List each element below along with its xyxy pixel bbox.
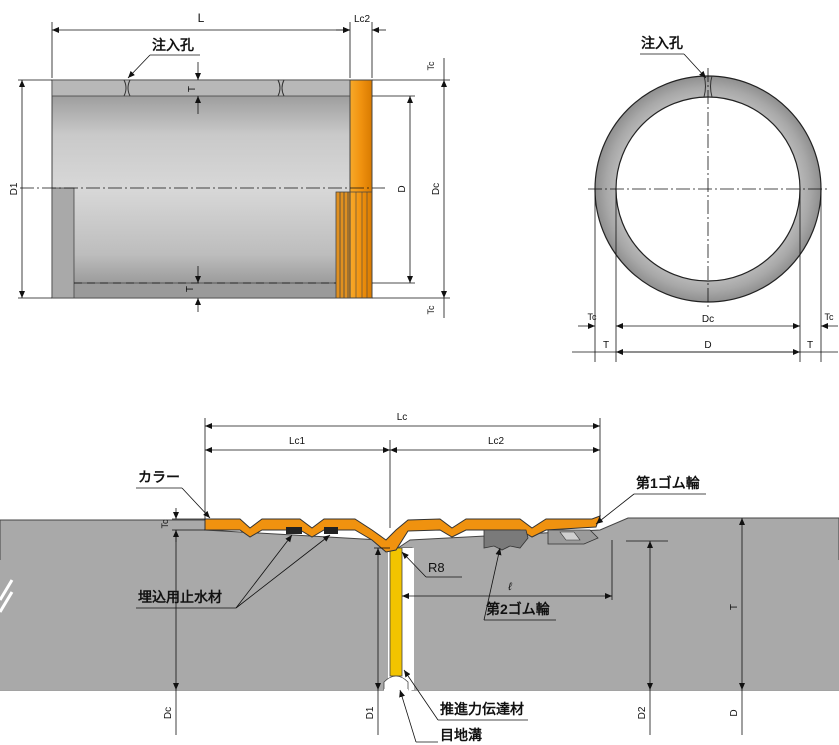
collar-orange — [349, 79, 373, 299]
ring-dim-Dc-label: Dc — [702, 314, 714, 325]
dim-Dc-label: Dc — [431, 183, 442, 195]
dim-D-bottom-label: D — [729, 709, 740, 716]
ring-dim-Tc-right-label: Tc — [825, 312, 835, 322]
dim-Lc-label: Lc — [397, 412, 408, 423]
dim-D-label: D — [397, 185, 408, 192]
joint-groove — [383, 675, 409, 691]
pipe-shell-top — [51, 79, 351, 97]
pipe-shell-bottom — [51, 282, 351, 299]
first-rubber-ring-label: 第1ゴム輪 — [636, 475, 701, 491]
dim-Tc-bottom-label: Tc — [426, 305, 436, 315]
ring-dim-T-left-label: T — [603, 340, 609, 351]
injection-hole-label: 注入孔 — [152, 37, 194, 53]
dim-T-bottom-label: T — [185, 286, 196, 292]
pipe-body — [51, 79, 351, 299]
r8-label: R8 — [428, 560, 445, 575]
break-mark — [0, 579, 14, 613]
cross-section-view: 注入孔 Dc Tc Tc D T T — [572, 35, 838, 362]
ring-injection-hole-label: 注入孔 — [641, 35, 683, 51]
dim-Lc2-label: Lc2 — [354, 14, 371, 25]
waterstop-1 — [286, 527, 302, 534]
dim-L-label: L — [198, 11, 205, 25]
joint-groove-label: 目地溝 — [440, 727, 482, 743]
second-rubber-ring-label: 第2ゴム輪 — [486, 601, 551, 617]
dim-T-bottom-label: T — [729, 604, 740, 610]
collar-label: カラー — [138, 469, 180, 485]
ring-dim-T-right-label: T — [807, 340, 813, 351]
ell-label: ℓ — [507, 581, 512, 593]
ring-dim-D-label: D — [704, 340, 711, 351]
dim-Tc-collar-label: Tc — [160, 519, 170, 529]
side-view: L Lc2 注入孔 T T D1 D Dc Tc — [9, 11, 450, 318]
pipe-lower-fill — [0, 560, 388, 690]
thrust-transfer-label: 推進力伝達材 — [440, 701, 524, 717]
embedded-waterstop-label: 埋込用止水材 — [138, 589, 222, 605]
thrust-transfer-material — [389, 547, 403, 677]
dim-D1-bottom-label: D1 — [365, 706, 376, 719]
dim-Lc2-bottom-label: Lc2 — [488, 436, 505, 447]
ring-dim-Tc-left-label: Tc — [588, 312, 598, 322]
dim-Dc-bottom-label: Dc — [163, 707, 174, 719]
collar-grooves — [335, 191, 351, 299]
dim-Tc-top-label: Tc — [426, 61, 436, 71]
injection-hole-marker — [277, 79, 285, 97]
waterstop-2 — [324, 527, 338, 534]
dim-D2-label: D2 — [637, 706, 648, 719]
joint-detail-view: Lc Lc1 Lc2 カラー 第1ゴム輪 Tc Dc D1 R8 — [0, 412, 839, 743]
pipe-spigot-end — [51, 187, 75, 299]
second-rubber-ring — [483, 529, 529, 551]
dim-D1-label: D1 — [9, 182, 20, 195]
dim-T-top-label: T — [187, 86, 198, 92]
dim-Lc1-label: Lc1 — [289, 436, 306, 447]
injection-hole-marker — [123, 79, 131, 97]
